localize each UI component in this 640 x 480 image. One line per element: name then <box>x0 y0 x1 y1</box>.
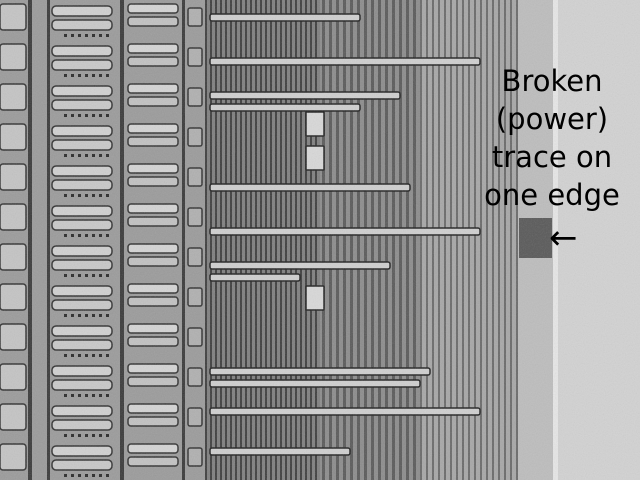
annotation-line: (power) <box>495 102 609 136</box>
left-arrow-icon: ← <box>549 218 578 258</box>
annotation-line: one edge <box>484 178 620 212</box>
annotation-label: Broken (power) trace on one edge <box>474 62 630 214</box>
annotation-line: trace on <box>491 140 613 174</box>
annotation-line: Broken <box>501 64 603 98</box>
